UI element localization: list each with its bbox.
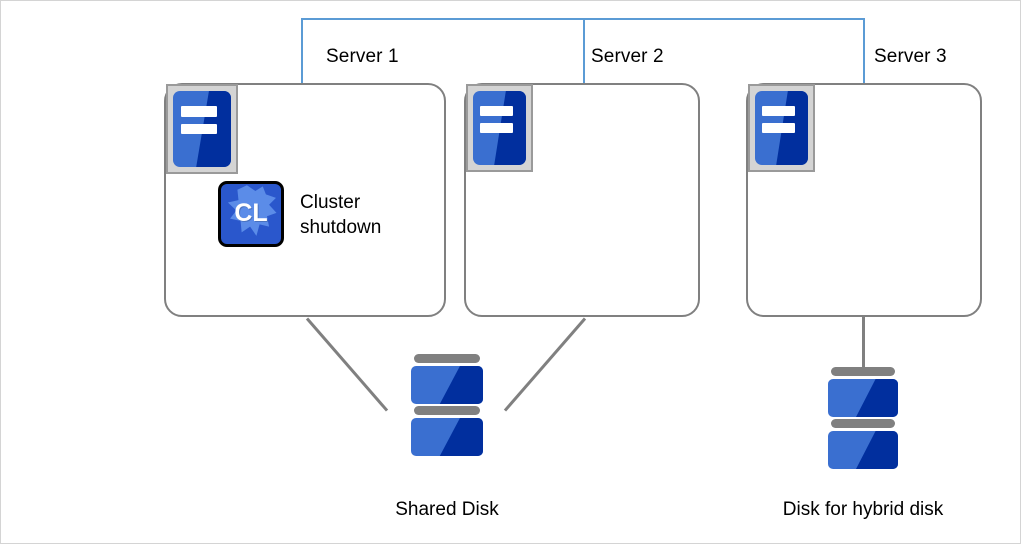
cluster-shutdown-icon[interactable]: CL — [218, 181, 284, 247]
connector-server1-shared-disk — [305, 317, 389, 412]
server-1-label: Server 1 — [326, 46, 399, 67]
cluster-bracket-right — [863, 18, 865, 84]
connector-server2-shared-disk — [503, 317, 587, 412]
shared-disk-platter-1 — [411, 366, 483, 404]
hybrid-disk-caption-line1: Disk for hybrid disk — [782, 499, 944, 520]
cluster-shutdown-label: Cluster shutdown — [300, 190, 381, 240]
server-2-label: Server 2 — [591, 46, 664, 67]
shared-disk-caption-line1: Shared Disk — [395, 499, 499, 520]
server-2-machine-icon — [466, 84, 533, 172]
hybrid-disk-top-bar — [831, 367, 895, 376]
cluster-shutdown-label-line2: shutdown — [300, 217, 382, 238]
hybrid-disk-platter-1 — [828, 379, 898, 417]
cluster-icon-text: CL — [234, 198, 268, 227]
hybrid-disk-platter-2 — [828, 431, 898, 469]
connector-server3-disk — [862, 317, 865, 369]
shared-disk-caption: Shared Disk for hybrid disk resource — [297, 471, 597, 543]
cluster-shutdown-label-line1: Cluster — [300, 192, 361, 213]
server-3-label: Server 3 — [874, 46, 947, 67]
shared-disk-platter-2 — [411, 418, 483, 456]
server-3-machine-icon — [748, 84, 815, 172]
cluster-bracket-left — [301, 18, 303, 84]
hybrid-disk — [828, 367, 898, 469]
shared-disk-middle-bar — [414, 406, 480, 415]
shared-disk — [411, 354, 483, 456]
hybrid-disk-caption: Disk for hybrid disk resource — [713, 471, 1013, 543]
cluster-bracket-middle — [583, 18, 585, 84]
shared-disk-top-bar — [414, 354, 480, 363]
hybrid-disk-middle-bar — [831, 419, 895, 428]
server-1-machine-icon — [166, 84, 238, 174]
